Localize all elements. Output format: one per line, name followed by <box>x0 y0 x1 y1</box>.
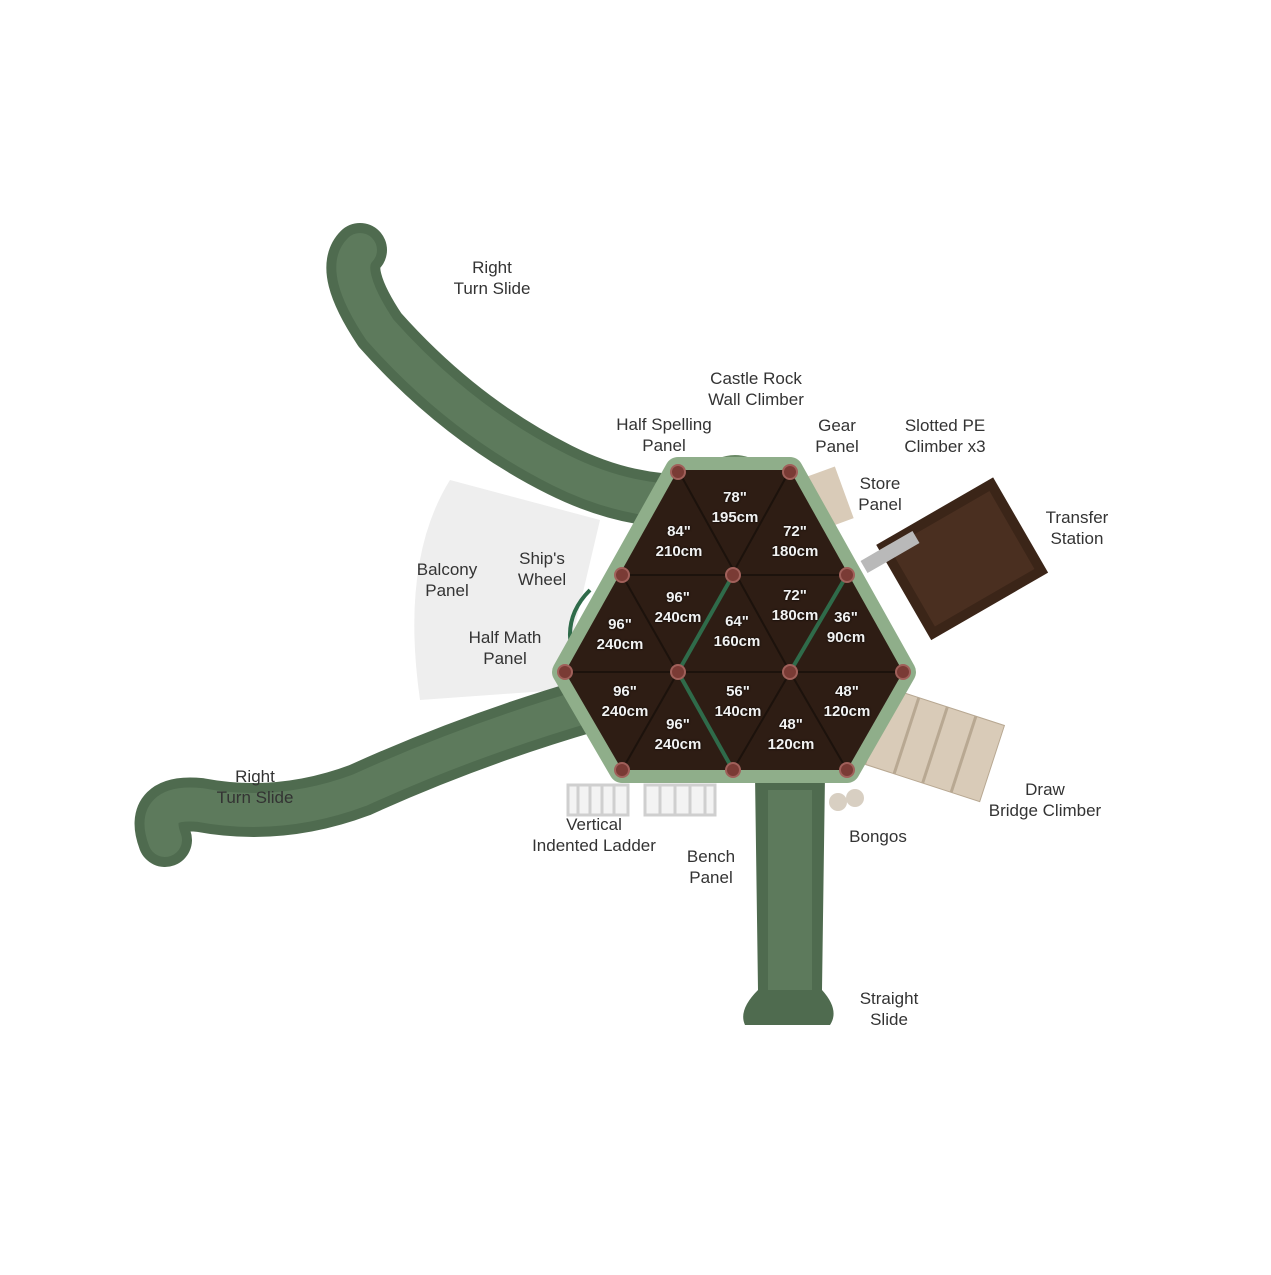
bongo <box>846 789 864 807</box>
deck-height: 96"240cm <box>654 589 702 626</box>
deck-height: 48"120cm <box>823 683 871 720</box>
transfer-step <box>860 530 920 574</box>
right-turn-slide-bottom-bed <box>144 688 607 857</box>
deck-height: 78"195cm <box>711 489 759 526</box>
bench-panel <box>643 783 717 817</box>
deck-height: 64"160cm <box>713 613 761 650</box>
deck-height: 72"180cm <box>771 587 819 624</box>
draw-bridge-climber <box>864 687 1006 803</box>
straight-slide-bed <box>768 790 812 990</box>
deck-height: 36"90cm <box>826 609 866 646</box>
right-turn-slide-top-bed <box>336 233 677 517</box>
deck <box>565 470 903 770</box>
deck-height: 72"180cm <box>771 523 819 560</box>
deck-height: 84"210cm <box>655 523 703 560</box>
label-bongos: Bongos <box>849 827 907 846</box>
deck-height: 56"140cm <box>714 683 762 720</box>
deck-rails <box>676 573 849 771</box>
vertical-indented-ladder <box>566 783 630 817</box>
structure-shadow <box>414 480 600 700</box>
deck-height: 96"240cm <box>596 616 644 653</box>
bongo <box>829 793 847 811</box>
deck-height: 48"120cm <box>767 716 815 753</box>
gear-panel <box>806 466 854 529</box>
transfer-station <box>876 477 1049 641</box>
deck-height: 96"240cm <box>654 716 702 753</box>
deck-height: 96"240cm <box>601 683 649 720</box>
posts <box>557 464 911 778</box>
